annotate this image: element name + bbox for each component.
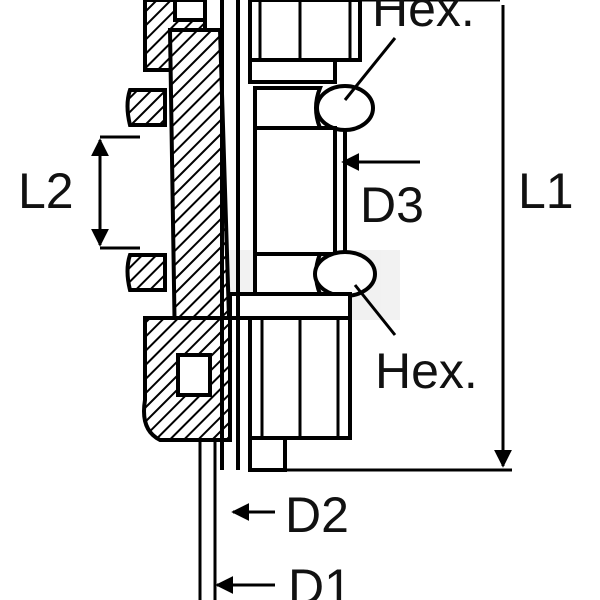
body-shaft [253,126,347,256]
lower-hex-body [228,292,352,472]
upper-lock-nut [125,84,375,132]
hex-top-label: Hex. [372,0,475,37]
d2-label: D2 [285,487,349,543]
d1-label: D1 [288,559,352,600]
l1-label: L1 [518,163,574,219]
d3-label: D3 [360,177,424,233]
bottom-nut-section [142,316,232,442]
upper-hex-body [248,0,362,84]
hex-bottom-label: Hex. [375,343,478,399]
leader-lines [215,37,420,594]
d1-extension-lines [198,440,217,600]
l2-label: L2 [18,163,74,219]
l2-dimension [91,135,140,250]
tube [220,0,240,470]
l1-dimension [285,0,512,472]
